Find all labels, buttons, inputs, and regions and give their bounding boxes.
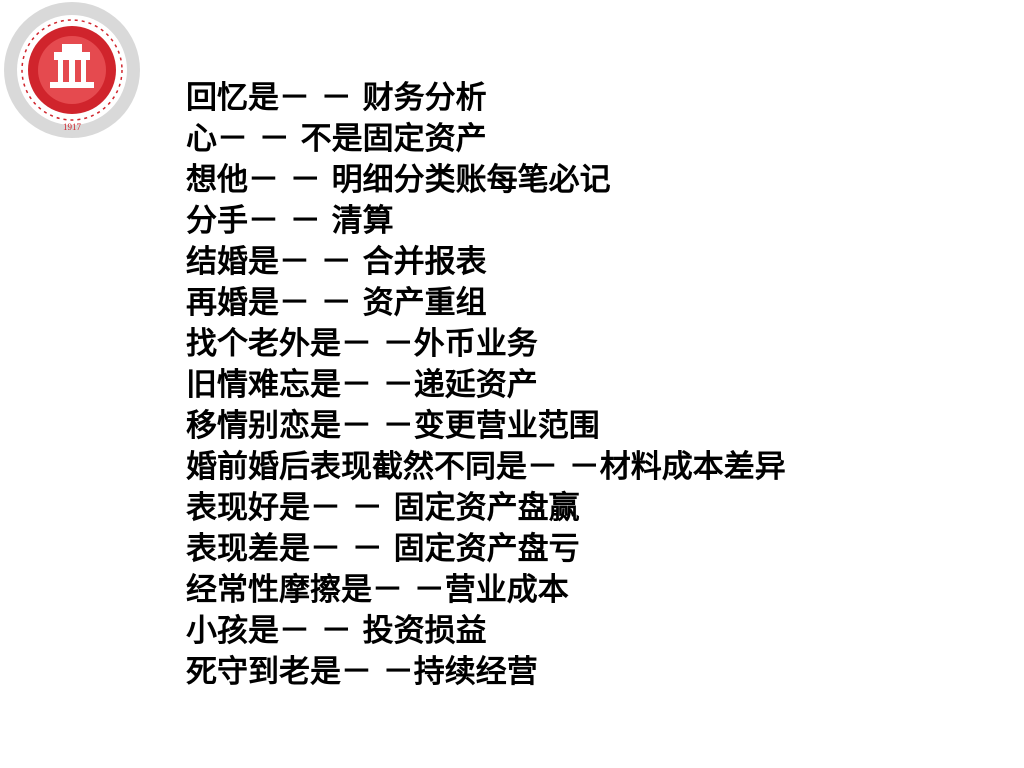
text-lines: 回忆是－ － 财务分析 心－ － 不是固定资产 想他－ － 明细分类账每笔必记 …: [186, 78, 786, 693]
university-seal-logo: 1917: [2, 0, 142, 140]
text-line: 再婚是－ － 资产重组: [186, 285, 487, 321]
text-line: 移情别恋是－ －变更营业范围: [186, 408, 600, 444]
seal-graphic: 1917: [4, 2, 140, 138]
text-line: 回忆是－ － 财务分析: [186, 80, 487, 116]
seal-text-ring: [21, 19, 123, 121]
text-line: 死守到老是－ －持续经营: [186, 654, 538, 690]
seal-year: 1917: [63, 122, 82, 132]
text-line: 表现好是－ － 固定资产盘赢: [186, 490, 580, 526]
text-line: 旧情难忘是－ －递延资产: [186, 367, 538, 403]
text-line: 结婚是－ － 合并报表: [186, 244, 487, 280]
text-line: 婚前婚后表现截然不同是－ －材料成本差异: [186, 449, 786, 485]
text-line: 想他－ － 明细分类账每笔必记: [186, 162, 611, 198]
text-line: 分手－ － 清算: [186, 203, 394, 239]
text-line: 小孩是－ － 投资损益: [186, 613, 487, 649]
building-emblem: [50, 44, 94, 88]
text-line: 找个老外是－ －外币业务: [186, 326, 538, 362]
text-line: 经常性摩擦是－ －营业成本: [186, 572, 569, 608]
text-line: 心－ － 不是固定资产: [186, 121, 487, 157]
text-line: 表现差是－ － 固定资产盘亏: [186, 531, 580, 567]
